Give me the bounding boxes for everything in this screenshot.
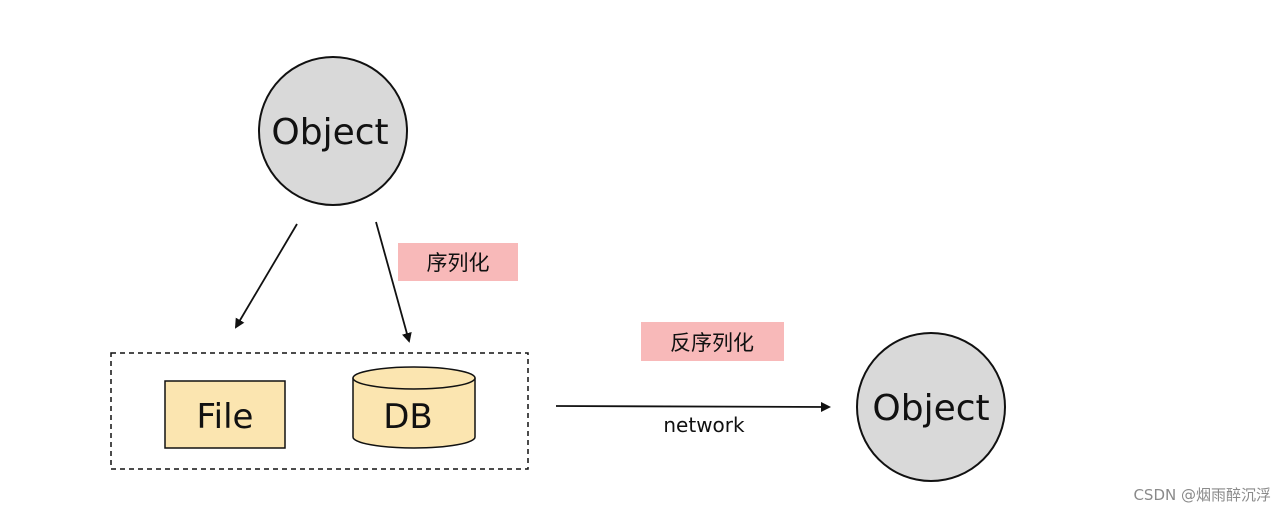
db-cylinder-top	[352, 366, 476, 390]
arrow-to-db	[375, 221, 412, 343]
deserialize-label: 反序列化	[670, 331, 754, 355]
serialize-tag: 序列化	[398, 243, 518, 281]
serialize-label: 序列化	[427, 251, 490, 275]
db-node: DB	[352, 366, 476, 449]
network-arrow	[555, 401, 831, 412]
source-object-node: Object	[258, 56, 408, 206]
arrow-to-file	[234, 223, 298, 329]
file-label: File	[197, 397, 254, 437]
storage-container	[110, 352, 529, 470]
network-label: network	[663, 413, 745, 437]
watermark: CSDN @烟雨醉沉浮	[1133, 486, 1271, 504]
deserialize-tag: 反序列化	[641, 322, 784, 361]
source-object-label: Object	[271, 112, 388, 153]
file-node: File	[164, 380, 286, 449]
db-label: DB	[383, 397, 433, 437]
target-object-label: Object	[872, 388, 989, 429]
target-object-node: Object	[856, 332, 1006, 482]
